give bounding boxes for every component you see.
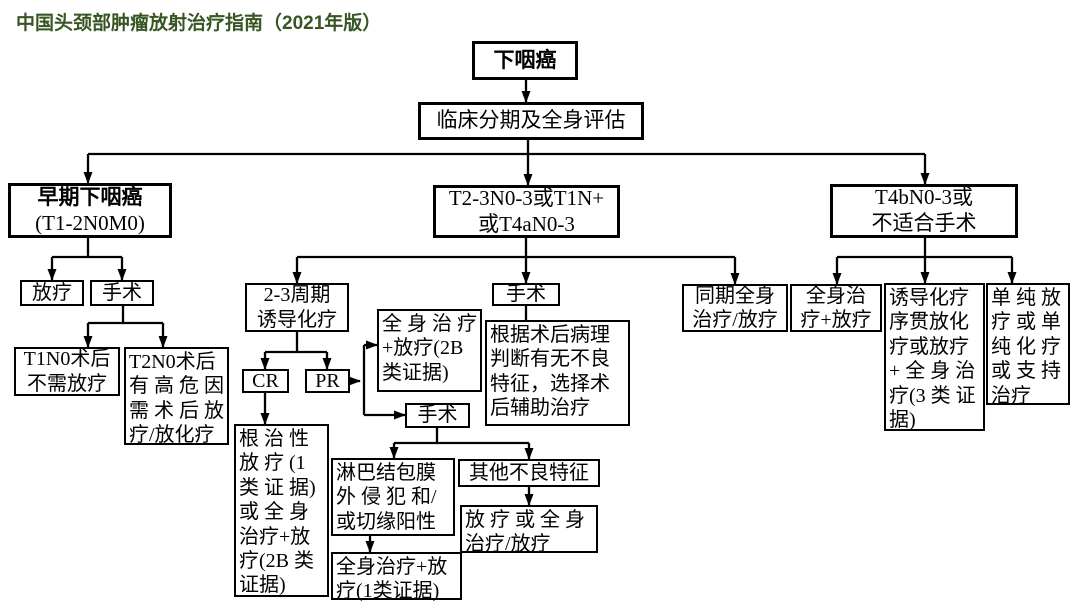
node-early-stage: 早期下咽癌 (T1-2N0M0) [8, 183, 172, 238]
node-cr: CR [242, 369, 289, 393]
node-induction-sequential: 诱导化疗 序贯放化 疗或放疗 + 全 身 治 疗(3 类 证 据) [884, 283, 985, 431]
node-other-adverse-features: 其他不良特征 [458, 459, 600, 487]
node-induction-chemo: 2-3周期 诱导化疗 [245, 283, 349, 332]
node-early-stage-title: 早期下咽癌 [37, 184, 143, 209]
node-clinical-staging: 临床分期及全身评估 [418, 102, 644, 140]
node-t4b-unresectable: T4bN0-3或 不适合手术 [830, 184, 1018, 238]
node-rt-or-systemic: 放 疗 或 全 身 治疗/放疗 [460, 505, 598, 555]
node-concurrent-chemort: 同期全身 治疗/放疗 [682, 284, 788, 332]
node-lymph-node-extracapsular: 淋巴结包膜 外 侵 犯 和/ 或切缘阳性 [331, 458, 455, 536]
node-surgery-mid: 手术 [492, 283, 560, 306]
node-surgery-early: 手术 [90, 280, 154, 306]
page-title: 中国头颈部肿瘤放射治疗指南（2021年版） [16, 13, 382, 34]
node-postop-pathology: 根据术后病理 判断有无不良 特征，选择术 后辅助治疗 [485, 320, 630, 426]
node-surgery-after-pr: 手术 [405, 403, 470, 428]
node-systemic-rt-2b: 全 身 治 疗 +放疗(2B 类证据) [377, 309, 482, 392]
node-pr: PR [305, 369, 350, 393]
node-systemic-rt-1: 全身治疗+放 疗(1类证据) [331, 552, 462, 602]
node-radiotherapy: 放疗 [20, 280, 84, 306]
node-t2n0-high-risk: T2N0术后 有 高 危 因 需 术 后 放 疗/放化疗 [124, 347, 229, 446]
node-hypopharyngeal-cancer: 下咽癌 [472, 41, 578, 80]
node-t2-3-stage: T2-3N0-3或T1N+ 或T4aN0-3 [433, 185, 620, 238]
node-rt-chemo-supportive-alone: 单 纯 放 疗 或 单 纯 化 疗 或 支 持 治疗 [986, 283, 1070, 407]
node-t1n0-no-rt: T1N0术后 不需放疗 [14, 347, 120, 396]
node-radical-rt: 根 治 性 放 疗 (1 类 证 据) 或 全 身 治疗+放 疗(2B 类 证据… [234, 424, 329, 597]
node-systemic-plus-rt: 全身治 疗+放疗 [790, 284, 882, 332]
node-early-stage-tnm: (T1-2N0M0) [35, 210, 145, 235]
